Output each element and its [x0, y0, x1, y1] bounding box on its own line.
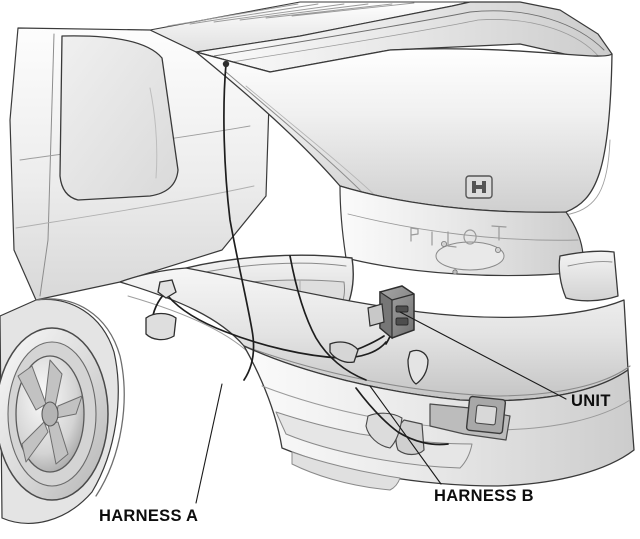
callout-label-harness-b: HARNESS B — [434, 487, 534, 505]
license-plate-recess — [435, 241, 505, 271]
right-taillight — [558, 250, 619, 302]
callout-leader-lines — [195, 311, 567, 504]
wire-harness-routing — [151, 63, 449, 446]
alloy-wheel — [0, 298, 119, 524]
vehicle-body — [0, 1, 635, 524]
wheel-arch — [35, 298, 125, 497]
unit-wire-plug — [367, 303, 385, 327]
leader-harness-b — [369, 385, 442, 485]
control-unit-module — [367, 285, 415, 340]
wheel-hub-cap — [41, 401, 59, 427]
harness-anchor-clip — [222, 60, 230, 68]
leader-unit — [399, 311, 567, 400]
diffuser-recess-lower — [291, 451, 401, 491]
unit-connector-port-top — [395, 305, 409, 313]
roof-and-spoiler — [149, 1, 613, 73]
callout-label-harness-a: HARNESS A — [99, 507, 199, 525]
rear-quarter-window — [59, 35, 179, 201]
trailer-hitch-receiver — [365, 395, 511, 456]
harness-connectors — [145, 60, 429, 385]
callout-label-unit: UNIT — [571, 392, 611, 410]
harness-connector-left — [145, 312, 177, 341]
harness-grommet — [407, 349, 429, 385]
leader-harness-a — [195, 383, 223, 504]
license-plate-panel — [339, 185, 584, 277]
unit-connector-port-bottom — [395, 317, 409, 326]
harness-connector-clip — [157, 279, 177, 299]
pilot-badge — [410, 225, 507, 248]
honda-h-emblem — [465, 175, 493, 199]
harness-connector-mid — [329, 341, 359, 364]
